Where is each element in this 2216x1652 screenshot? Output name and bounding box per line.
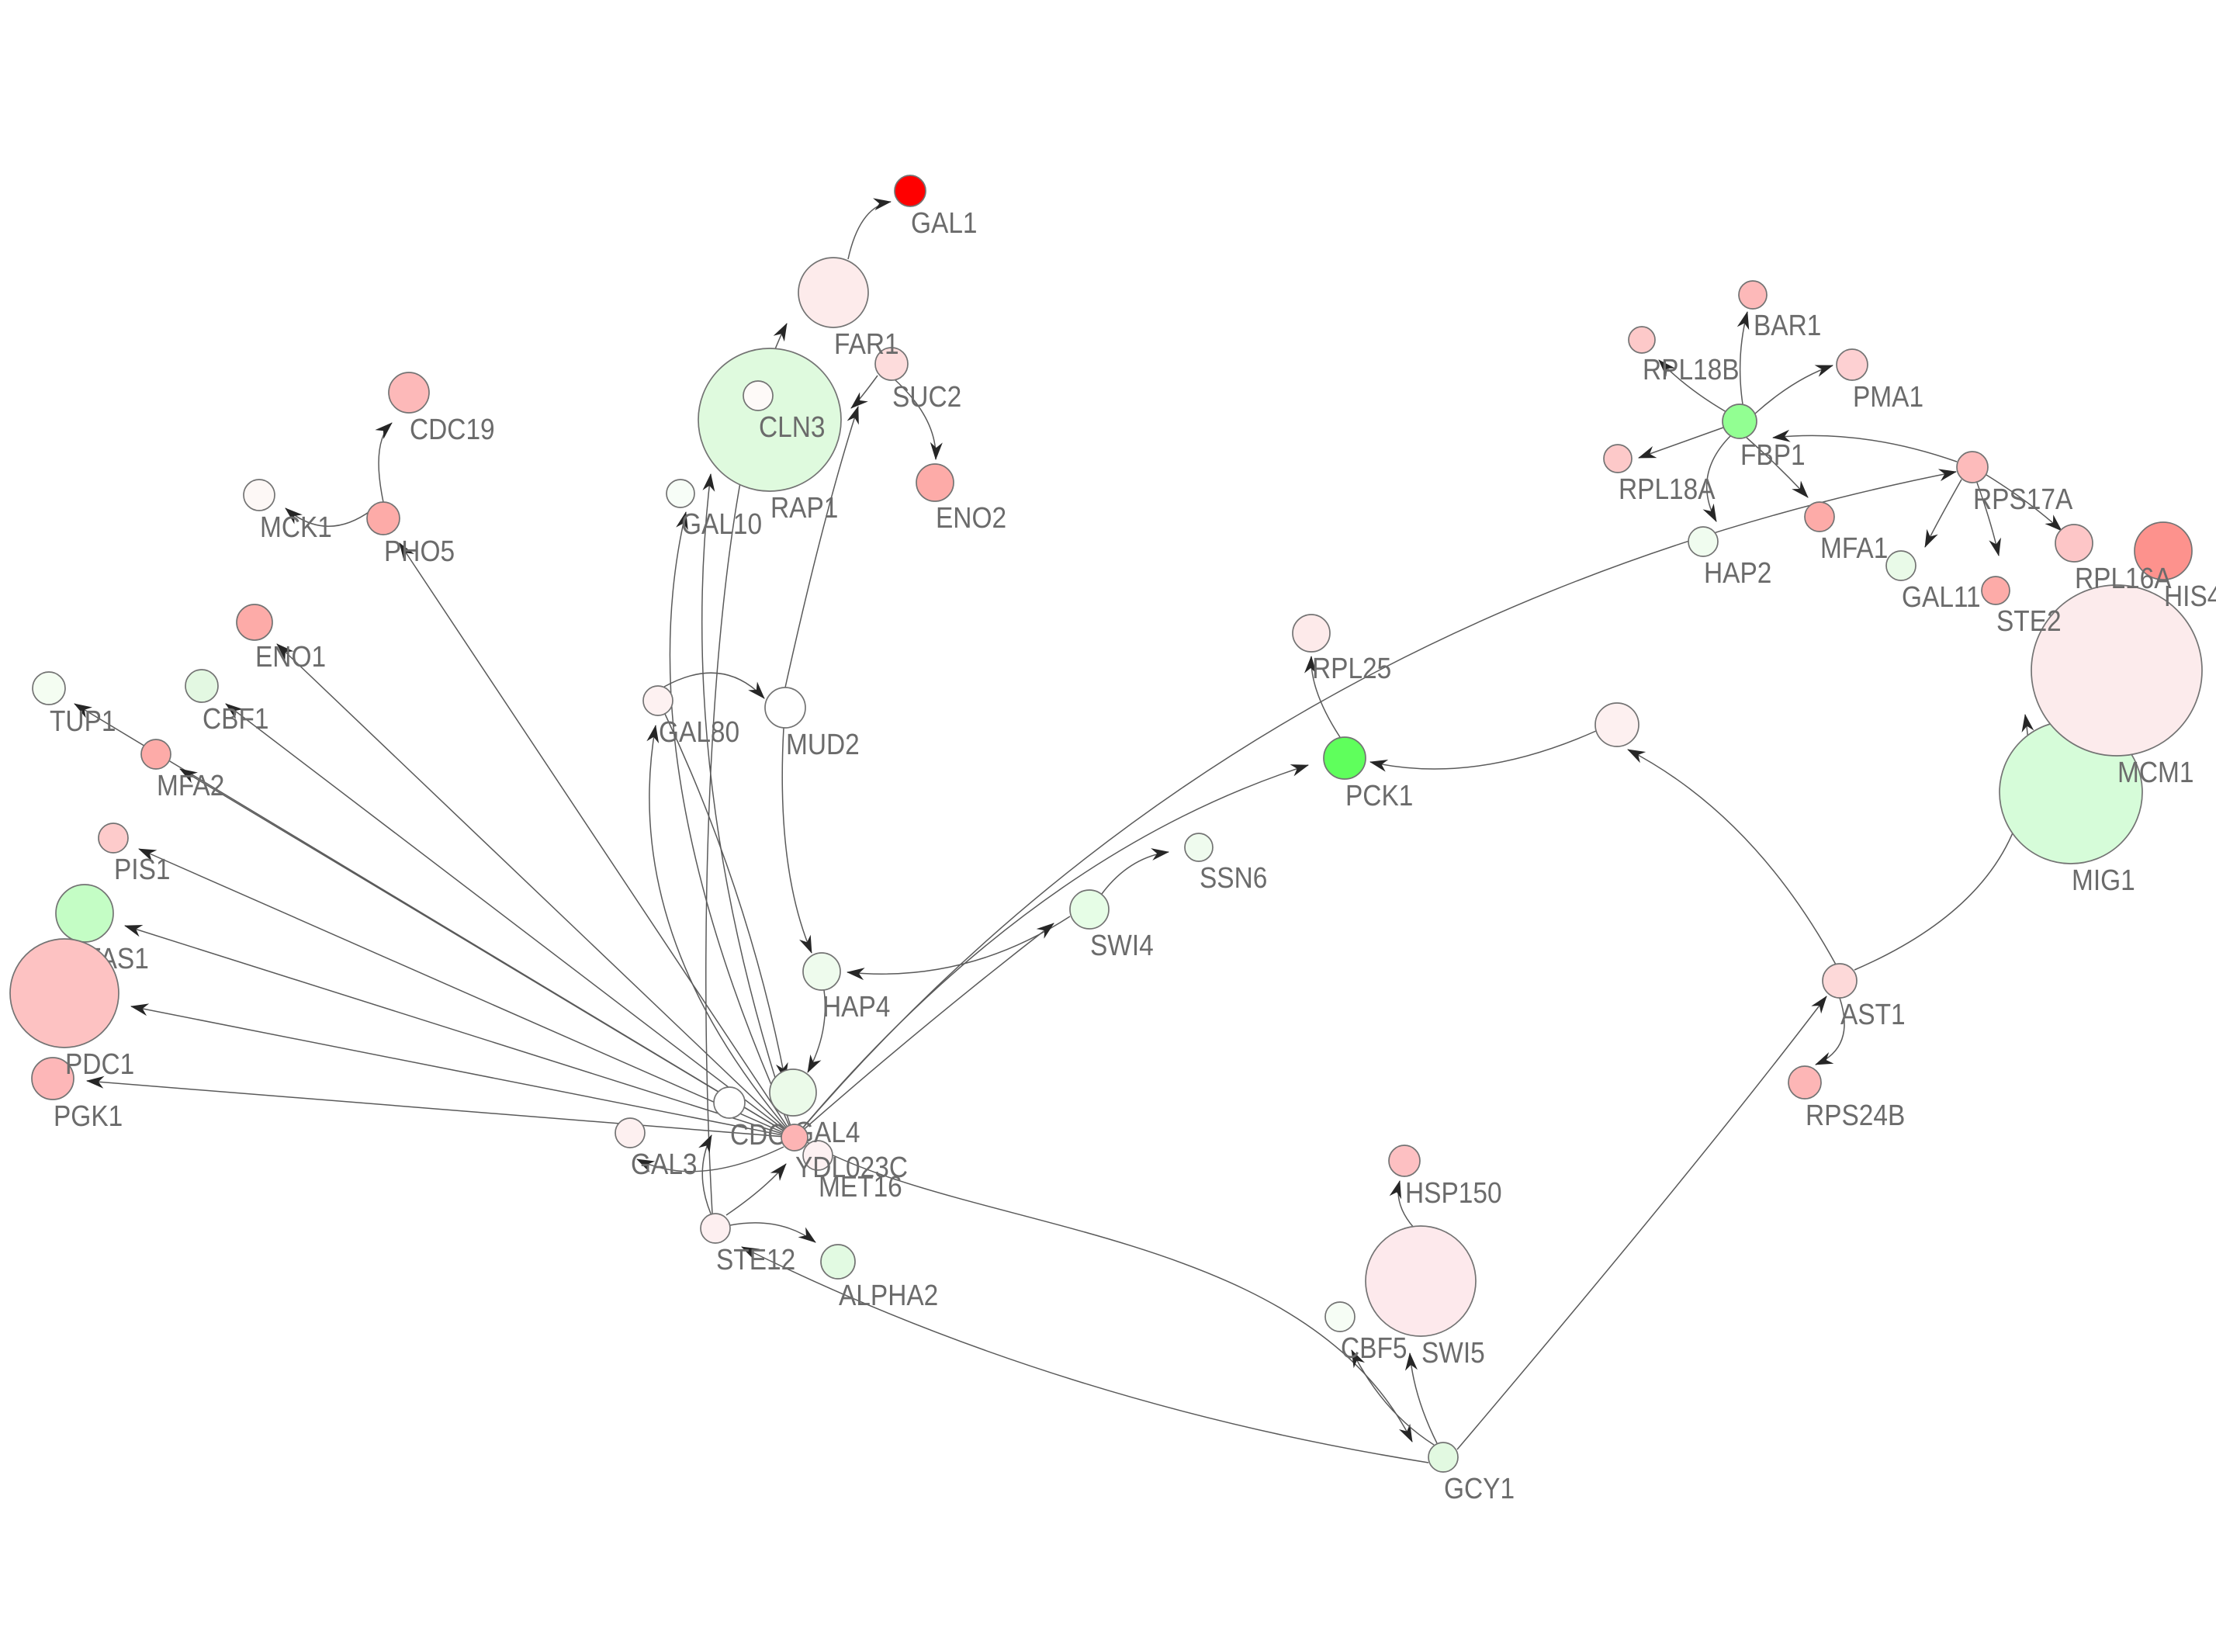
- svg-text:RAP1: RAP1: [770, 492, 838, 525]
- svg-text:MCM1: MCM1: [2117, 757, 2193, 789]
- svg-text:GAL3: GAL3: [631, 1148, 698, 1181]
- svg-text:RPL18A: RPL18A: [1619, 473, 1716, 506]
- svg-text:RPS17A: RPS17A: [1973, 483, 2073, 516]
- svg-text:YDL023C: YDL023C: [795, 1152, 908, 1184]
- svg-text:RPS24B: RPS24B: [1806, 1100, 1905, 1132]
- svg-text:TUP1: TUP1: [50, 705, 116, 738]
- svg-text:SSN6: SSN6: [1200, 862, 1267, 895]
- svg-text:ENO1: ENO1: [255, 641, 326, 674]
- svg-text:FAR1: FAR1: [834, 328, 899, 361]
- svg-text:RPL16A: RPL16A: [2075, 563, 2172, 595]
- svg-text:HSP150: HSP150: [1405, 1177, 1502, 1210]
- svg-text:ENO2: ENO2: [936, 502, 1006, 535]
- svg-text:SUC2: SUC2: [892, 381, 961, 414]
- svg-text:CLN3: CLN3: [759, 411, 825, 444]
- svg-text:PDC1: PDC1: [65, 1048, 134, 1081]
- svg-text:BAR1: BAR1: [1754, 310, 1821, 342]
- svg-text:AST1: AST1: [1840, 999, 1906, 1031]
- svg-text:PHO5: PHO5: [384, 535, 455, 568]
- svg-text:MFA2: MFA2: [157, 770, 224, 802]
- svg-text:GAL1: GAL1: [911, 207, 978, 240]
- svg-text:GAL11: GAL11: [1902, 581, 1981, 614]
- svg-text:STE12: STE12: [716, 1244, 795, 1276]
- svg-text:GAL10: GAL10: [681, 508, 762, 541]
- svg-text:MIG1: MIG1: [2072, 864, 2135, 897]
- svg-text:MFA1: MFA1: [1820, 532, 1888, 565]
- svg-text:HAP4: HAP4: [822, 991, 890, 1023]
- svg-text:STE2: STE2: [1996, 605, 2062, 638]
- svg-text:MUD2: MUD2: [786, 729, 860, 761]
- svg-text:SWI4: SWI4: [1090, 930, 1154, 962]
- svg-text:ALPHA2: ALPHA2: [839, 1280, 938, 1312]
- svg-text:RPL18B: RPL18B: [1643, 354, 1740, 386]
- svg-text:PGK1: PGK1: [54, 1100, 123, 1133]
- svg-text:CBF1: CBF1: [203, 703, 268, 736]
- svg-text:GCY1: GCY1: [1444, 1473, 1515, 1505]
- svg-text:MCK1: MCK1: [260, 511, 332, 544]
- svg-text:PIS1: PIS1: [114, 854, 171, 886]
- svg-text:GAL80: GAL80: [659, 716, 739, 749]
- svg-text:FBP1: FBP1: [1740, 439, 1806, 472]
- svg-text:MET16: MET16: [819, 1171, 902, 1204]
- svg-text:RPL25: RPL25: [1312, 653, 1391, 685]
- svg-text:CBF5: CBF5: [1341, 1332, 1407, 1365]
- svg-text:SWI5: SWI5: [1421, 1337, 1485, 1370]
- svg-text:HIS4: HIS4: [2164, 580, 2216, 613]
- svg-text:PCK1: PCK1: [1345, 780, 1413, 812]
- svg-text:CDC19: CDC19: [410, 414, 495, 446]
- svg-text:HAP2: HAP2: [1704, 557, 1771, 590]
- svg-text:PMA1: PMA1: [1853, 381, 1923, 414]
